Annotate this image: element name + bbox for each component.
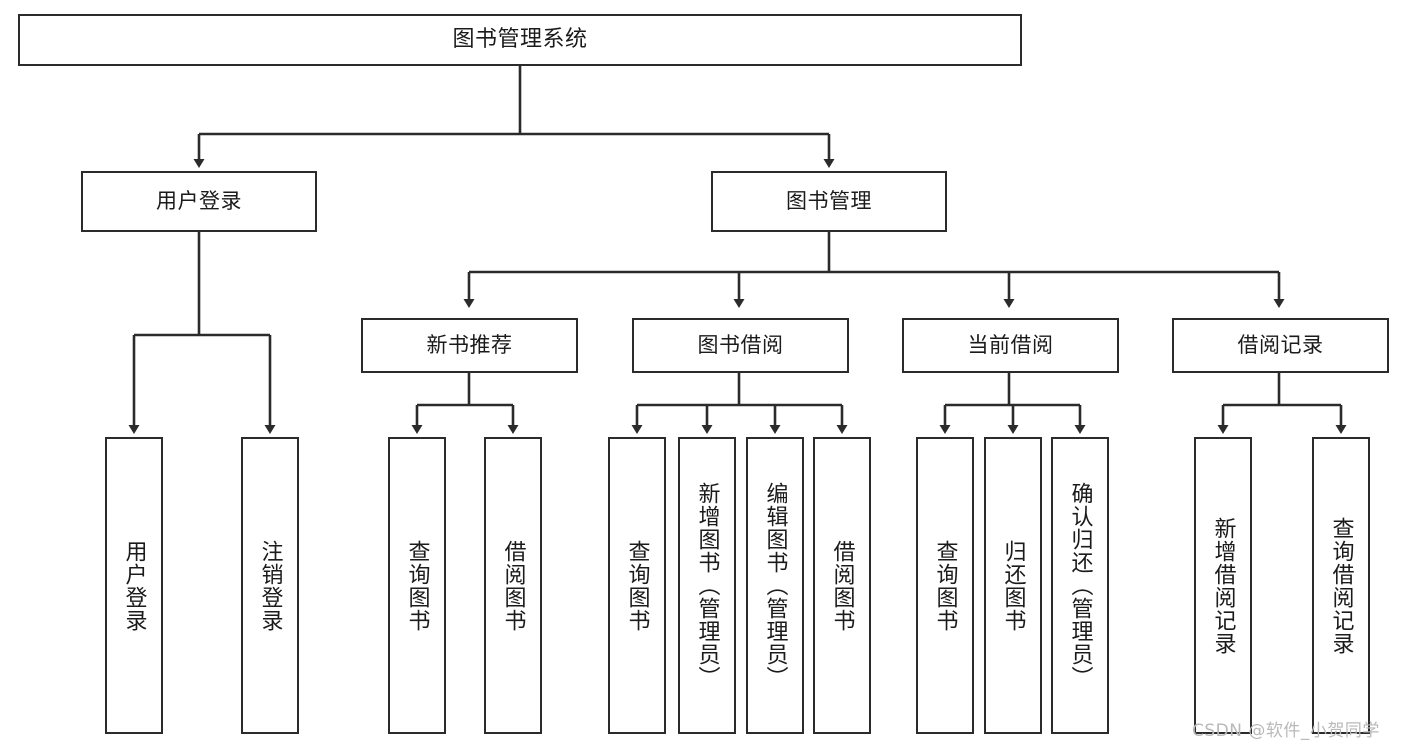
node-new-book-recommend[interactable]: 新书推荐	[361, 318, 578, 373]
node-user-login[interactable]: 用户登录	[81, 171, 317, 232]
node-label: 查询图书	[404, 539, 430, 632]
leaf-query-book-borrow[interactable]: 查询图书	[608, 437, 666, 734]
node-label: 借阅记录	[1237, 333, 1324, 358]
node-label: 借阅图书	[500, 539, 526, 632]
node-label: 编辑图书（管理员）	[762, 482, 788, 689]
node-label: 新增借阅记录	[1210, 516, 1236, 655]
node-label: 归还图书	[1000, 539, 1026, 632]
node-label: 注销登录	[257, 539, 283, 632]
watermark: CSDN @软件_小贺同学	[1192, 721, 1380, 741]
node-label: 图书管理	[786, 189, 872, 214]
leaf-borrow-book[interactable]: 借阅图书	[813, 437, 871, 734]
leaf-user-login[interactable]: 用户登录	[105, 437, 163, 734]
node-label: 新书推荐	[426, 333, 513, 358]
node-label: 确认归还（管理员）	[1067, 482, 1093, 689]
leaf-add-borrow-record[interactable]: 新增借阅记录	[1194, 437, 1252, 734]
node-label: 当前借阅	[967, 333, 1054, 358]
leaf-query-book-recommend[interactable]: 查询图书	[388, 437, 446, 734]
leaf-edit-book-admin[interactable]: 编辑图书（管理员）	[746, 437, 804, 734]
leaf-confirm-return-admin[interactable]: 确认归还（管理员）	[1051, 437, 1109, 734]
node-label: 借阅图书	[829, 539, 855, 632]
node-label: 新增图书（管理员）	[694, 482, 720, 689]
node-label: 图书管理系统	[452, 27, 588, 53]
node-label: 查询借阅记录	[1328, 516, 1354, 655]
leaf-query-book-current[interactable]: 查询图书	[916, 437, 974, 734]
node-book-management[interactable]: 图书管理	[711, 171, 947, 232]
node-label: 用户登录	[156, 189, 242, 214]
node-label: 查询图书	[624, 539, 650, 632]
leaf-logout[interactable]: 注销登录	[241, 437, 299, 734]
leaf-query-borrow-record[interactable]: 查询借阅记录	[1312, 437, 1370, 734]
node-label: 图书借阅	[697, 333, 784, 358]
leaf-return-book[interactable]: 归还图书	[984, 437, 1042, 734]
node-label: 用户登录	[121, 539, 147, 632]
leaf-borrow-book-recommend[interactable]: 借阅图书	[484, 437, 542, 734]
node-book-borrow[interactable]: 图书借阅	[632, 318, 849, 373]
node-label: 查询图书	[932, 539, 958, 632]
node-borrow-record[interactable]: 借阅记录	[1172, 318, 1389, 373]
node-current-borrow[interactable]: 当前借阅	[902, 318, 1119, 373]
leaf-add-book-admin[interactable]: 新增图书（管理员）	[678, 437, 736, 734]
node-root-system[interactable]: 图书管理系统	[18, 14, 1022, 66]
